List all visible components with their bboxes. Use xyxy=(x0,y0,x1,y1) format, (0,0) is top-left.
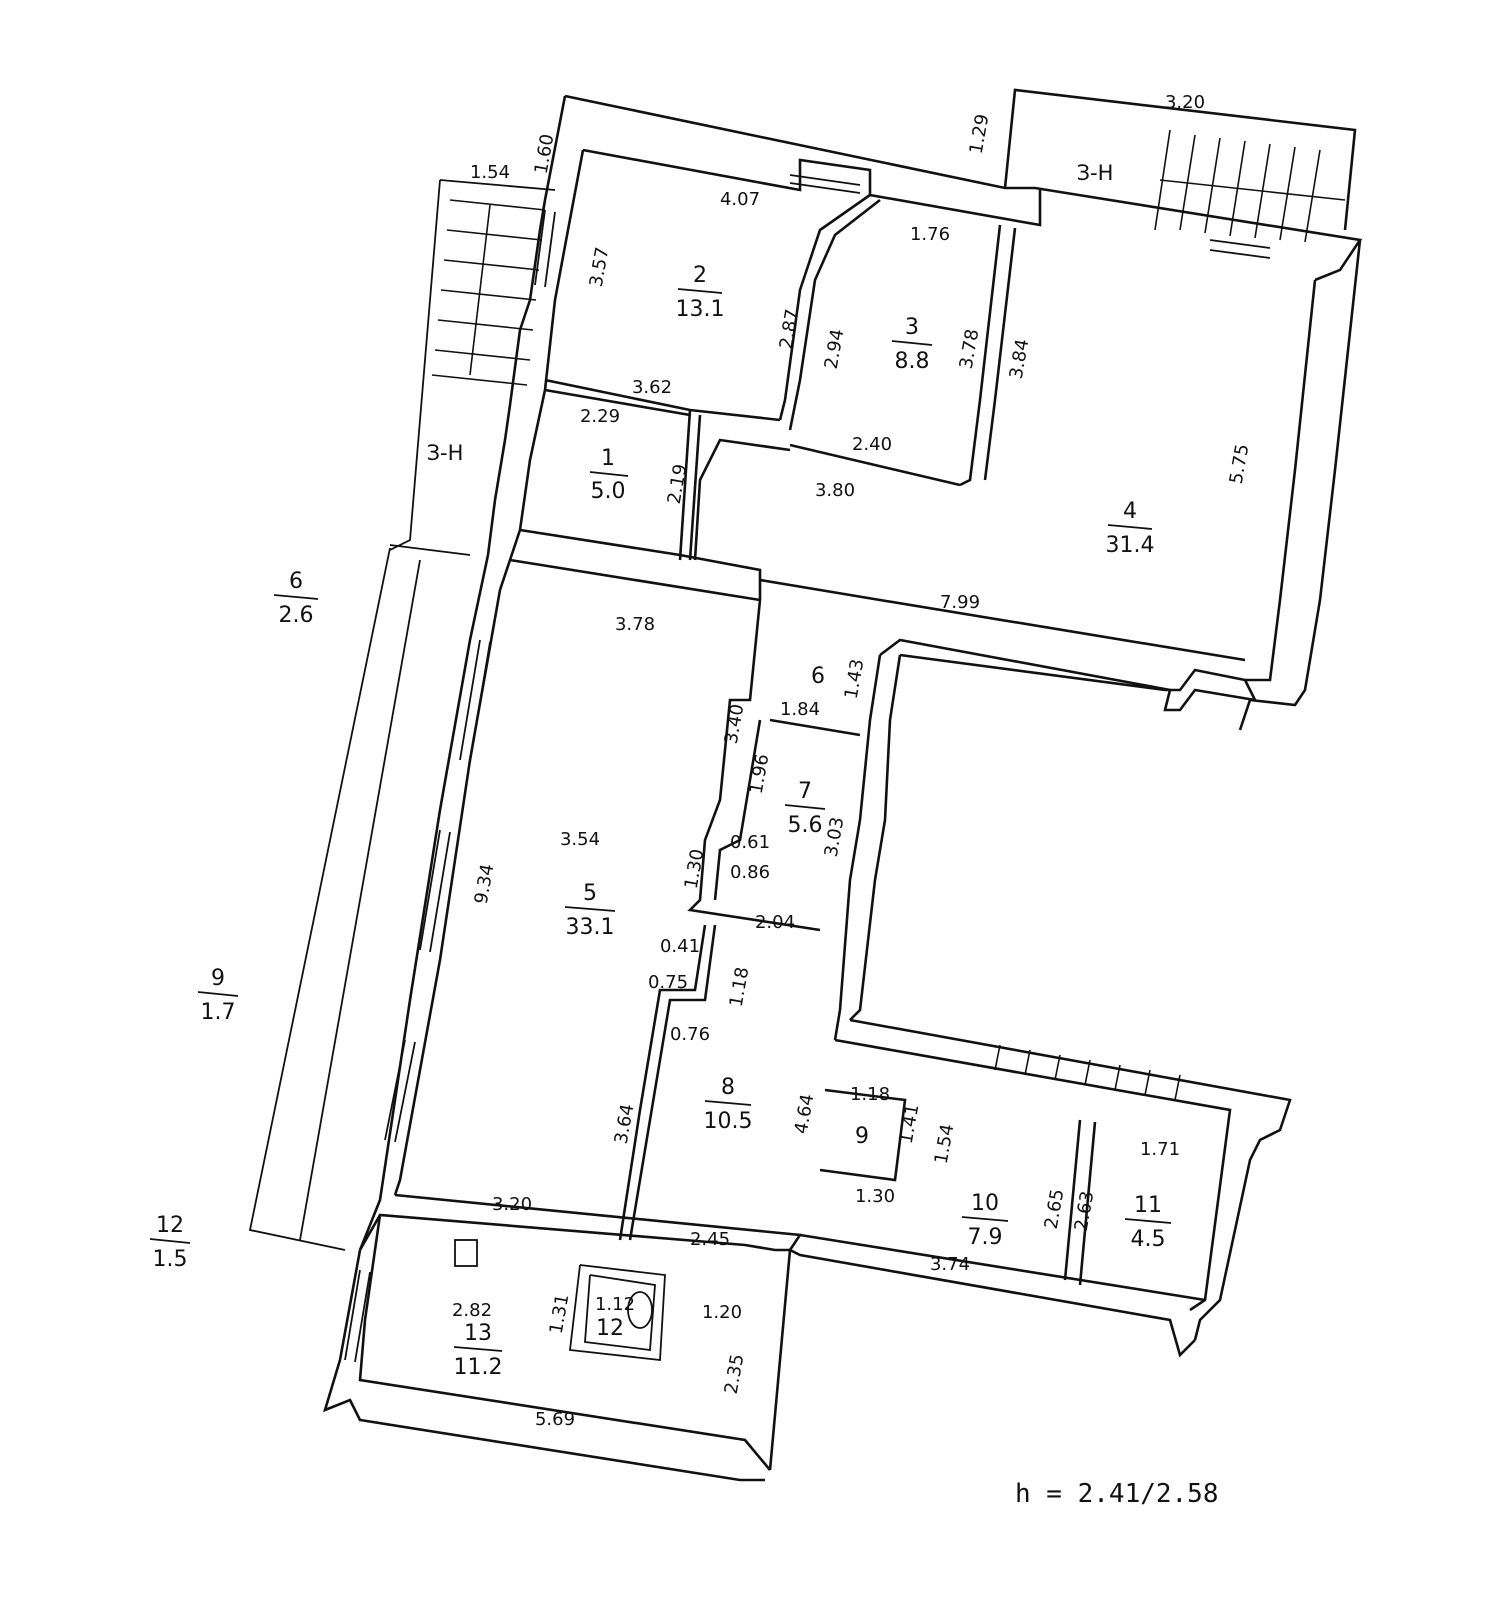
dim-label: 3.20 xyxy=(1165,92,1205,113)
dim-label: 0.61 xyxy=(730,832,770,853)
outside-9-area: 1.7 xyxy=(201,1000,236,1025)
dim-label: 1.84 xyxy=(780,699,820,720)
entrance-label-left: З-Н xyxy=(427,441,464,465)
room-8-area: 10.5 xyxy=(704,1109,753,1134)
dim-label: 0.41 xyxy=(660,936,700,957)
outside-12-area: 1.5 xyxy=(153,1247,188,1272)
room-4-area: 31.4 xyxy=(1106,533,1155,558)
room-7-area: 5.6 xyxy=(788,813,823,838)
stairs-bottom-right xyxy=(994,1044,1181,1101)
dim-label: 1.29 xyxy=(966,112,994,155)
dim-label: 2.19 xyxy=(664,462,692,505)
room-5-number: 5 xyxy=(583,881,597,906)
room-11-area: 4.5 xyxy=(1131,1227,1166,1252)
dim-label: 1.30 xyxy=(855,1186,895,1207)
dim-label: 3.03 xyxy=(821,815,849,858)
dim-label: 1.71 xyxy=(1140,1139,1180,1160)
dim-label: 1.54 xyxy=(470,162,510,183)
room-1-area: 5.0 xyxy=(591,479,626,504)
outside-9-number: 9 xyxy=(211,966,225,991)
stairs-left xyxy=(431,199,546,386)
dim-label: 1.96 xyxy=(746,752,774,795)
dim-label: 5.69 xyxy=(535,1409,575,1430)
room-9-number: 9 xyxy=(855,1124,869,1149)
dim-label: 2.63 xyxy=(1071,1189,1099,1232)
dim-label: 3.74 xyxy=(930,1254,970,1275)
dim-label: 3.78 xyxy=(615,614,655,635)
dim-label: 1.43 xyxy=(841,657,869,700)
dim-label: 2.94 xyxy=(821,327,849,370)
room-5-area: 33.1 xyxy=(566,915,615,940)
room-11-number: 11 xyxy=(1134,1193,1162,1218)
dim-label: 2.40 xyxy=(852,434,892,455)
dim-label: 1.18 xyxy=(850,1084,890,1105)
dim-label: 1.41 xyxy=(896,1102,924,1145)
room-12-number: 12 xyxy=(596,1316,624,1341)
dim-label: 1.12 xyxy=(595,1294,635,1315)
room-3-number: 3 xyxy=(905,315,919,340)
dim-label: 3.57 xyxy=(586,245,614,288)
dim-label: 4.64 xyxy=(791,1092,819,1135)
dim-label: 1.76 xyxy=(910,224,950,245)
interior-walls xyxy=(454,193,1097,1361)
stairs-top-right xyxy=(1154,129,1346,243)
room-10-area: 7.9 xyxy=(968,1225,1003,1250)
dim-label: 2.82 xyxy=(452,1300,492,1321)
room-8-number: 8 xyxy=(721,1075,735,1100)
dim-label: 2.29 xyxy=(580,406,620,427)
dim-label: 2.65 xyxy=(1041,1187,1069,1230)
ceiling-height-note: h = 2.41/2.58 xyxy=(1015,1479,1219,1509)
dim-label: 1.31 xyxy=(546,1292,574,1335)
room-2-area: 13.1 xyxy=(676,297,725,322)
dim-label: 0.76 xyxy=(670,1024,710,1045)
dim-label: 3.80 xyxy=(815,480,855,501)
room-2-number: 2 xyxy=(693,263,707,288)
outside-6-number: 6 xyxy=(289,569,303,594)
dim-label: 1.60 xyxy=(531,132,559,175)
room-6-number: 6 xyxy=(811,664,825,689)
dim-label: 5.75 xyxy=(1226,442,1254,485)
dim-label: 1.18 xyxy=(726,965,754,1008)
dim-label: 3.40 xyxy=(721,702,749,745)
room-13-number: 13 xyxy=(464,1321,492,1346)
dim-label: 7.99 xyxy=(940,592,980,613)
dim-label: 1.54 xyxy=(931,1122,959,1165)
dim-label: 4.07 xyxy=(720,189,760,210)
dim-label: 3.62 xyxy=(632,377,672,398)
room-10-number: 10 xyxy=(971,1191,999,1216)
dim-label: 0.86 xyxy=(730,862,770,883)
dim-label: 9.34 xyxy=(471,862,499,905)
room-13-area: 11.2 xyxy=(454,1355,503,1380)
entrance-labels: З-Н З-Н xyxy=(427,161,1114,465)
outer-walls xyxy=(248,88,1363,1482)
dim-label: 1.30 xyxy=(681,847,709,890)
dim-label: 3.20 xyxy=(492,1194,532,1215)
entrance-label-top: З-Н xyxy=(1077,161,1114,185)
outside-12-number: 12 xyxy=(156,1213,184,1238)
dim-label: 3.54 xyxy=(560,829,600,850)
room-7-number: 7 xyxy=(798,779,812,804)
dim-label: 2.04 xyxy=(755,912,795,933)
room-labels: 1 5.0 2 13.1 3 8.8 4 31.4 5 33.1 6 7 5.6… xyxy=(149,263,1172,1380)
outside-6-area: 2.6 xyxy=(279,603,314,628)
dim-label: 3.84 xyxy=(1006,337,1034,380)
room-1-number: 1 xyxy=(601,446,615,471)
room-3-area: 8.8 xyxy=(895,349,930,374)
dim-label: 0.75 xyxy=(648,972,688,993)
dim-label: 2.45 xyxy=(690,1229,730,1250)
room-4-number: 4 xyxy=(1123,499,1137,524)
dim-label: 2.87 xyxy=(776,307,804,350)
dim-label: 1.20 xyxy=(702,1302,742,1323)
windows xyxy=(344,174,1271,1363)
dim-label: 3.78 xyxy=(956,327,984,370)
dim-label: 2.35 xyxy=(721,1352,749,1395)
